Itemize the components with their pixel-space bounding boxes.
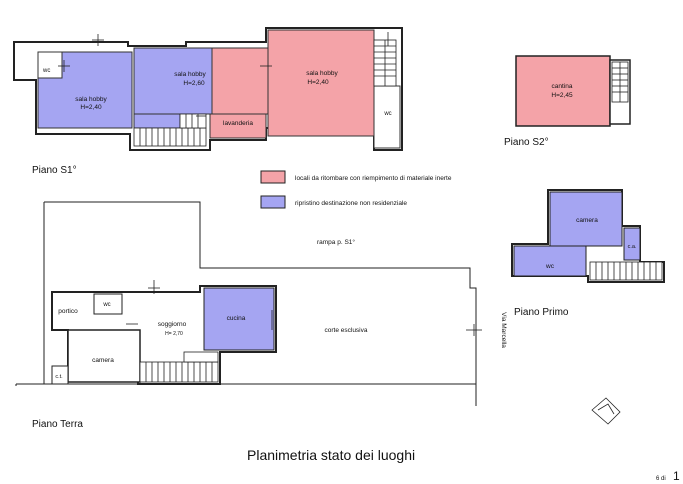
pt-section-marks [126,280,482,336]
corte-label: corte esclusiva [325,327,368,334]
s2-cantina-height: H=2,45 [551,92,573,99]
pp-ca [623,227,641,261]
s1-stair-bottom [133,113,207,147]
floor-title-primo: Piano Primo [514,307,569,318]
s1-room-pink-small [211,47,269,115]
pt-cucina-label: cucina [227,315,246,322]
pp-camera [549,191,623,247]
s1-sala-hobby-2 [133,47,213,115]
s1-sala2-name: sala hobby [174,71,206,78]
floor-title-terra: Piano Terra [32,419,83,430]
s1-wc-right [373,85,401,149]
pp-stair [589,261,663,281]
pt-cucina [203,287,275,351]
s1-lavanderia [209,113,267,139]
page-number: 1 [673,469,680,483]
legend [260,170,286,209]
pp-wc [513,245,587,277]
pp-wc-label: wc [545,263,555,270]
s1-sala2-height: H=2,60 [183,80,205,87]
pt-soggiorno-height: H= 2,70 [165,331,183,337]
piano-s2-plan [515,55,631,127]
pp-ca-label: c.a. [628,244,637,250]
s1-sala1-height: H=2,40 [80,104,102,111]
s2-stair [611,61,629,103]
piano-primo-plan [511,189,665,283]
piano-s1-plan [13,27,403,151]
s1-lavanderia-label: lavanderia [223,120,253,127]
floor-title-s2: Piano S2° [504,137,549,148]
via-label: Via Marcella [500,312,507,348]
pt-portico-label: portico [58,308,78,315]
pt-wc-label: wc [102,302,110,308]
s1-wc-left-label: wc [42,68,50,74]
room-labels: wc sala hobby H=2,40 sala hobby H=2,60 s… [42,68,637,380]
s1-sala-hobby-2-lower [133,113,181,129]
s1-section-marks [58,32,389,117]
s1-wc-right-label: wc [383,111,391,117]
s1-wc-left [37,51,63,79]
pt-wc [93,293,123,315]
pt-camera-label: camera [92,357,114,364]
s2-cantina-name: cantina [552,83,573,90]
compass-icon [591,397,621,425]
page-number-prefix: 6 di [656,476,666,482]
legend-blue-swatch [260,195,286,209]
legend-red-text: locali da ritombare con riempimento di m… [295,175,452,182]
floor-title-s1: Piano S1° [32,165,77,176]
pt-stair [139,351,219,383]
pt-ct-label: c.t. [55,374,63,380]
legend-red-swatch [260,170,286,184]
s1-sala-hobby-3 [267,29,375,137]
s1-sala3-name: sala hobby [306,70,338,77]
pt-soggiorno-label: soggiorno [158,321,187,328]
piano-terra-plan [15,201,482,406]
s1-stair-right [373,39,397,87]
rampa-label: rampa p. S1° [317,238,355,246]
page-title: Planimetria stato dei luoghi [247,447,416,463]
pt-ct [51,365,69,385]
s1-sala3-height: H=2,40 [307,79,329,86]
s1-sala1-name: sala hobby [75,96,107,103]
pp-camera-label: camera [576,217,598,224]
pt-camera [67,329,141,383]
legend-blue-text: ripristino destinazione non residenziale [295,200,407,207]
s2-cantina [515,55,611,127]
